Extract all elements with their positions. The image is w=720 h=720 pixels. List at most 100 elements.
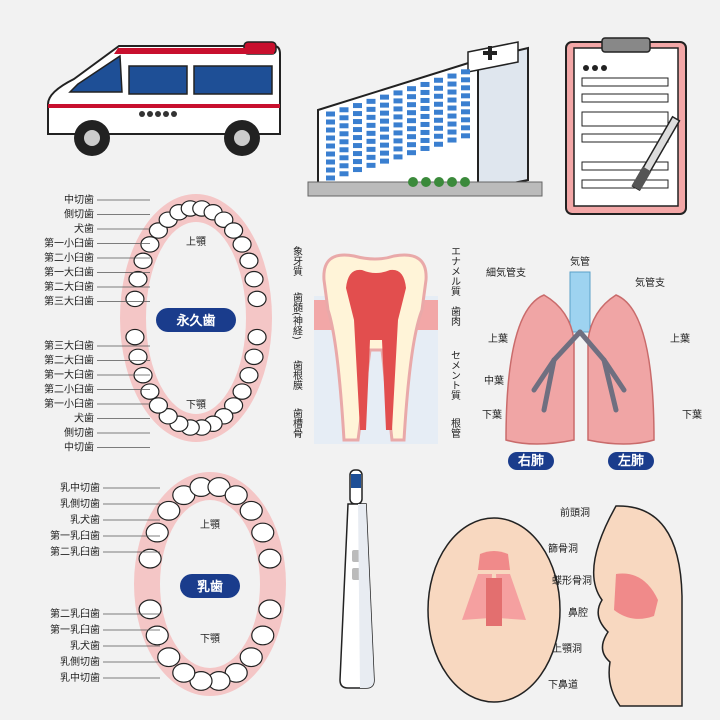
deciduous-lower-tooth-label: 乳犬歯 <box>70 639 100 652</box>
hospital-window <box>434 125 443 131</box>
bronchus-label: 気管支 <box>635 276 665 289</box>
tooth <box>145 625 169 646</box>
hospital-window <box>326 127 335 133</box>
hospital-window <box>353 143 362 149</box>
permanent-upper-tooth-label: 犬歯 <box>74 222 94 235</box>
tooth <box>148 397 169 414</box>
hospital-window <box>353 151 362 157</box>
hospital-window <box>393 122 403 128</box>
tooth <box>125 328 145 346</box>
tooth <box>239 366 259 384</box>
nasal-cavity-label: 鼻腔 <box>568 606 588 619</box>
clipboard-illustration <box>565 37 687 215</box>
deciduous-upper-jaw-label: 上顎 <box>200 519 220 531</box>
hospital-window <box>339 123 349 129</box>
hospital-window <box>326 159 335 165</box>
hospital-window <box>407 102 416 108</box>
hospital-window <box>380 118 389 124</box>
right-lung-upper-lobe-label: 上葉 <box>488 332 508 345</box>
hospital-window <box>434 101 443 107</box>
hospital-window <box>434 77 443 83</box>
hospital-window <box>366 130 376 136</box>
permanent-lower-tooth-label: 中切歯 <box>64 441 94 454</box>
hospital-window <box>393 154 403 160</box>
hospital-window <box>420 97 430 103</box>
ethmoid-sinus-label: 篩骨洞 <box>548 542 578 555</box>
hospital-window <box>380 126 389 132</box>
permanent-upper-tooth-label: 第二小臼歯 <box>44 251 94 264</box>
hospital-window <box>326 135 335 141</box>
hospital-window <box>366 146 376 152</box>
right-lung-middle-lobe-label: 中葉 <box>484 374 504 387</box>
hospital-window <box>447 89 457 95</box>
hospital-window <box>380 158 389 164</box>
permanent-lower-tooth-label: 第一小臼歯 <box>44 397 94 410</box>
hospital-window <box>461 69 470 75</box>
hospital-window <box>407 126 416 132</box>
electric-toothbrush-illustration <box>339 469 375 689</box>
tooth <box>258 599 282 620</box>
hospital-window <box>380 142 389 148</box>
tooth <box>157 647 181 668</box>
hospital-window <box>434 85 443 91</box>
hospital-window <box>366 114 376 120</box>
permanent-lower-tooth-label: 第一大臼歯 <box>44 368 94 381</box>
tooth <box>158 408 178 425</box>
tooth <box>244 270 264 288</box>
tooth <box>247 290 267 308</box>
permanent-upper-jaw-label: 上顎 <box>186 236 206 248</box>
permanent-upper-tooth-label: 中切歯 <box>64 193 94 206</box>
tooth <box>223 397 244 414</box>
hospital-window <box>353 127 362 133</box>
deciduous-teeth-diagram: 乳歯 上顎 下顎 乳中切歯乳側切歯乳犬歯第一乳臼歯第二乳臼歯第二乳臼歯第一乳臼歯… <box>50 472 286 696</box>
deciduous-lower-tooth-label: 第一乳臼歯 <box>50 623 100 636</box>
hospital-window <box>326 151 335 157</box>
hospital-window <box>366 106 376 112</box>
hospital-window <box>447 81 457 87</box>
hospital-window <box>380 134 389 140</box>
permanent-upper-tooth-label: 第一大臼歯 <box>44 266 94 279</box>
tooth-right-label: 根管 <box>449 417 461 439</box>
hospital-window <box>393 138 403 144</box>
tooth <box>232 383 252 400</box>
tooth <box>148 222 169 239</box>
hospital-window <box>434 141 443 147</box>
hospital-window <box>420 145 430 151</box>
hospital-window <box>326 111 335 117</box>
deciduous-upper-tooth-label: 第一乳臼歯 <box>50 529 100 542</box>
left-lung-badge: 左肺 <box>618 453 644 469</box>
tooth-right-label: エナメル質 <box>449 246 461 297</box>
hospital-window <box>461 101 470 107</box>
hospital-window <box>339 155 349 161</box>
deciduous-lower-tooth-label: 乳側切歯 <box>60 655 100 668</box>
tooth <box>172 662 196 683</box>
hospital-window <box>393 130 403 136</box>
tooth <box>239 252 259 270</box>
hospital-window <box>380 102 389 108</box>
tooth <box>125 290 145 308</box>
hospital-window <box>447 105 457 111</box>
hospital-window <box>447 73 457 79</box>
hospital-window <box>420 129 430 135</box>
hospital-window <box>326 167 335 173</box>
tooth <box>232 236 252 253</box>
hospital-window <box>407 142 416 148</box>
hospital-window <box>339 115 349 121</box>
hospital-window <box>353 159 362 165</box>
tooth-right-label: 歯肉 <box>449 305 461 326</box>
tooth <box>247 328 267 346</box>
hospital-window <box>461 85 470 91</box>
hospital-window <box>380 110 389 116</box>
hospital-window <box>461 133 470 139</box>
hospital-window <box>366 98 376 104</box>
hospital-window <box>434 93 443 99</box>
permanent-lower-tooth-label: 犬歯 <box>74 412 94 425</box>
tooth <box>138 599 162 620</box>
hospital-window <box>339 131 349 137</box>
deciduous-teeth-badge: 乳歯 <box>197 579 223 595</box>
hospital-window <box>407 134 416 140</box>
hospital-illustration <box>307 41 543 197</box>
left-lung-lower-lobe-label: 下葉 <box>682 408 702 421</box>
